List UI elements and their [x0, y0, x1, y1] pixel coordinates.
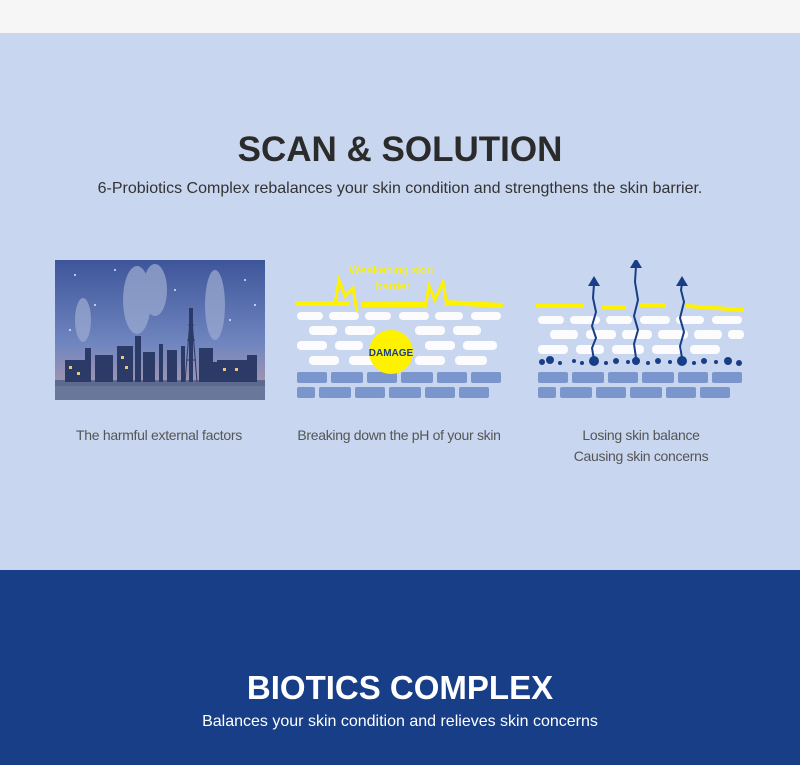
biotics-subtitle: Balances your skin condition and relieve…: [202, 713, 598, 730]
factory-pollution-illustration: [55, 260, 265, 400]
skin-barrier-damage-illustration: DAMAGE Weakening skin barrier: [295, 260, 505, 400]
damage-label: DAMAGE: [369, 348, 414, 359]
biotics-complex-section: BIOTICS COMPLEX Balances your skin condi…: [0, 570, 800, 765]
caption-external-factors: The harmful external factors: [29, 425, 289, 446]
caption-line: The harmful external factors: [76, 427, 242, 443]
scan-solution-section: SCAN & SOLUTION 6-Probiotics Complex reb…: [0, 33, 800, 570]
weakening-label-line2: barrier: [376, 279, 411, 293]
caption-ph-breakdown: Breaking down the pH of your skin: [269, 425, 529, 446]
scan-subtitle: 6-Probiotics Complex rebalances your ski…: [97, 180, 703, 197]
skin-moisture-loss-illustration: [536, 260, 746, 400]
scan-title: SCAN & SOLUTION: [237, 130, 563, 169]
caption-line: Causing skin concerns: [573, 448, 709, 464]
weakening-label-line1: Weakening skin: [349, 263, 434, 277]
caption-line: Losing skin balance: [582, 427, 700, 443]
caption-skin-balance: Losing skin balance Causing skin concern…: [511, 425, 771, 467]
biotics-title: BIOTICS COMPLEX: [246, 669, 554, 706]
caption-line: Breaking down the pH of your skin: [297, 427, 501, 443]
top-strip: [0, 0, 800, 33]
